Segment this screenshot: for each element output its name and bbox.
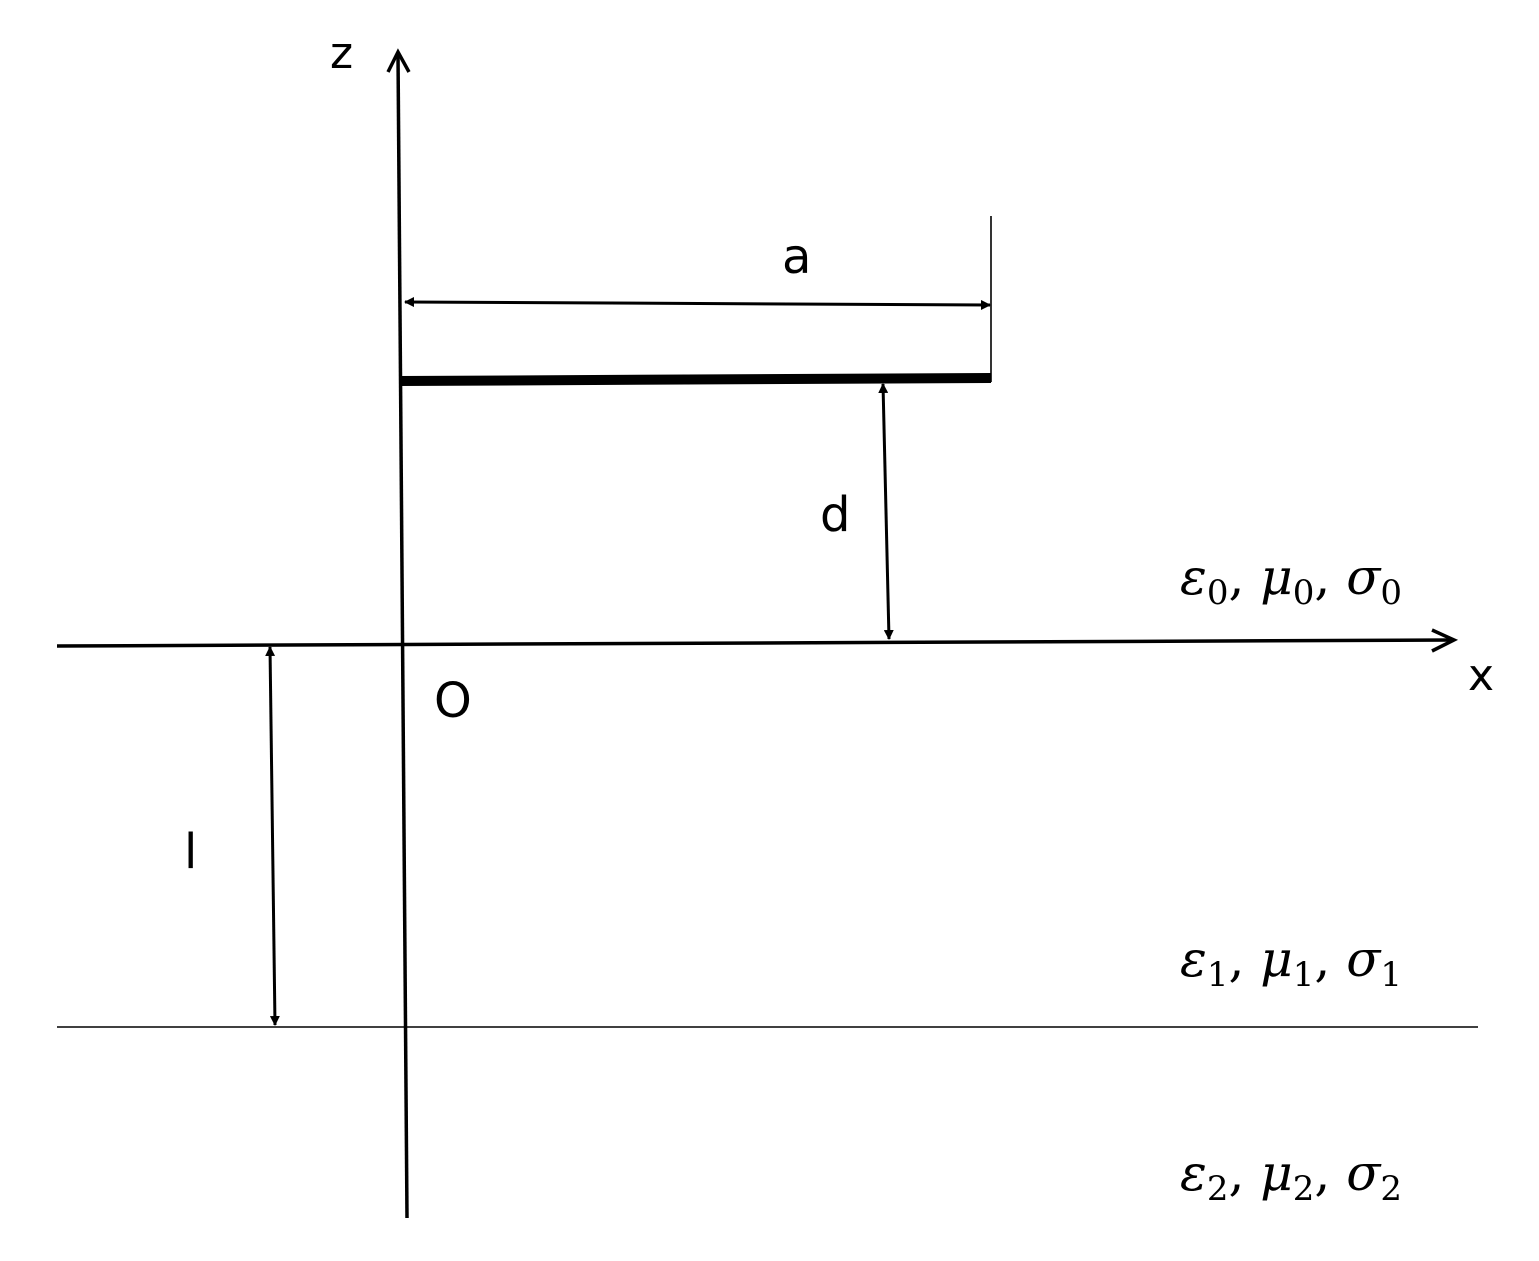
medium-2-mu-subscript: 2 [1293, 1169, 1315, 1209]
medium-2-mu: μ [1260, 1144, 1293, 1202]
medium-2-epsilon-subscript: 2 [1207, 1169, 1229, 1209]
medium-1-parameters: ε1, μ1, σ1 [1180, 930, 1402, 995]
medium-0-sigma: σ [1346, 548, 1382, 606]
dimension-l-arrow [265, 646, 280, 1026]
medium-2-separator: , [1228, 1144, 1260, 1202]
medium-0-separator: , [1314, 548, 1346, 606]
x-axis [56, 638, 1453, 648]
z-axis-label: z [330, 28, 353, 79]
medium-2-parameters: ε2, μ2, σ2 [1180, 1144, 1402, 1209]
dimension-a-label: a [782, 229, 811, 285]
medium-1-mu: μ [1260, 930, 1293, 988]
dimension-a-arrow [404, 297, 991, 310]
dimension-d-label: d [820, 487, 850, 543]
medium-0-sigma-subscript: 0 [1380, 573, 1402, 613]
medium-1-mu-subscript: 1 [1293, 955, 1315, 995]
medium-1-sigma-subscript: 1 [1380, 955, 1402, 995]
dimension-l-label: l [184, 824, 197, 880]
medium-1-epsilon-subscript: 1 [1207, 955, 1229, 995]
medium-1-separator: , [1314, 930, 1346, 988]
horizontal-conductor [399, 373, 992, 386]
medium-2-sigma: σ [1346, 1144, 1382, 1202]
origin-label: O [434, 673, 472, 729]
medium-1-separator: , [1228, 930, 1260, 988]
x-axis-label: x [1468, 650, 1494, 701]
medium-2-separator: , [1314, 1144, 1346, 1202]
x-axis-arrowhead [1431, 628, 1459, 653]
medium-0-separator: , [1228, 548, 1260, 606]
medium-1-epsilon: ε [1180, 930, 1207, 988]
medium-0-mu-subscript: 0 [1293, 573, 1315, 613]
medium-0-epsilon: ε [1180, 548, 1207, 606]
dimension-d-arrow [878, 383, 894, 640]
z-axis-arrowhead [386, 48, 411, 73]
z-axis [396, 53, 409, 1219]
medium-0-epsilon-subscript: 0 [1207, 573, 1229, 613]
medium-2-sigma-subscript: 2 [1380, 1169, 1402, 1209]
medium-0-mu: μ [1260, 548, 1293, 606]
medium-1-sigma: σ [1346, 930, 1382, 988]
medium-0-parameters: ε0, μ0, σ0 [1180, 548, 1402, 613]
medium-2-epsilon: ε [1180, 1144, 1207, 1202]
